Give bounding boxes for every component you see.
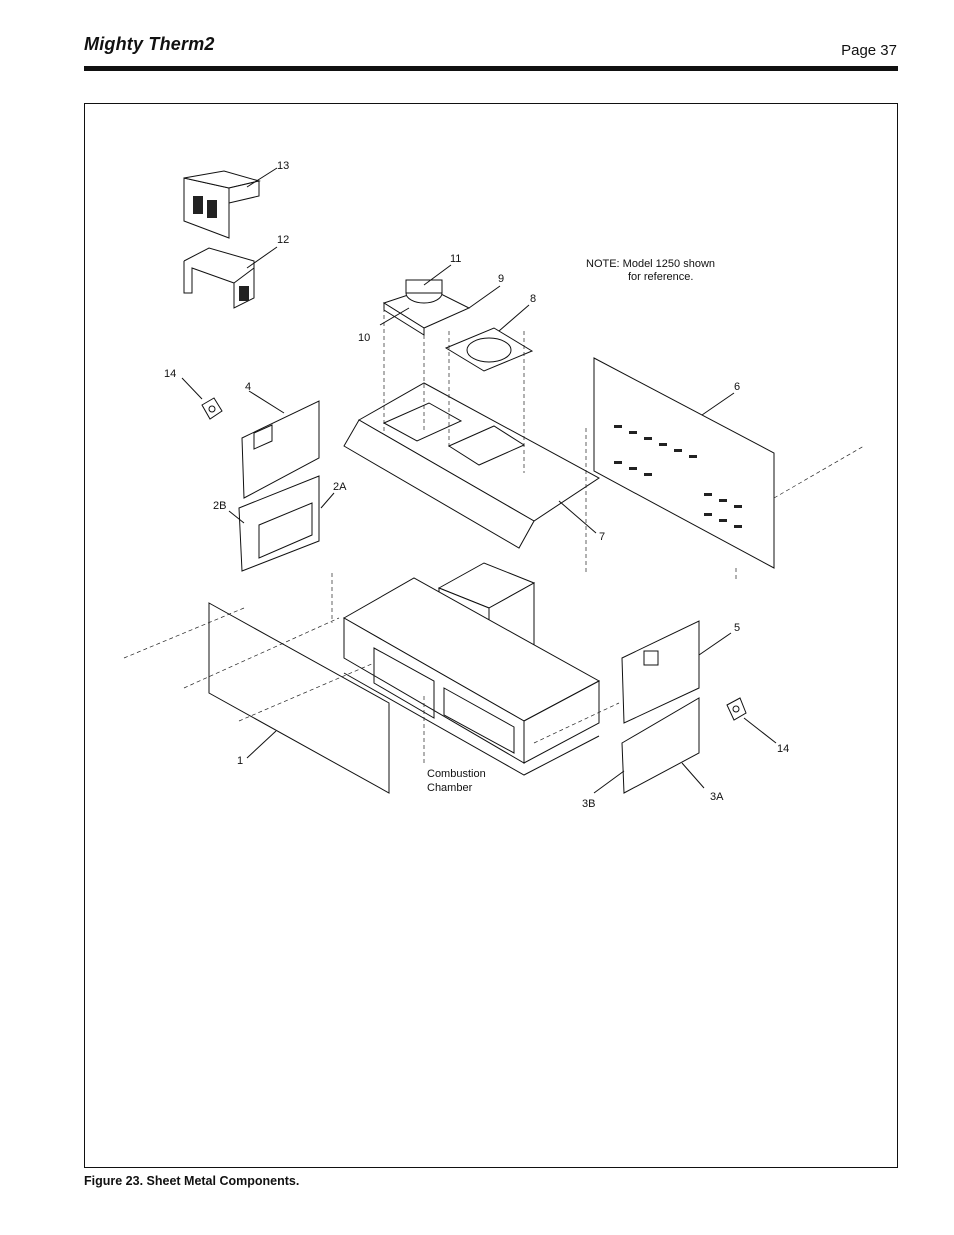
assembly-dash-lines — [123, 308, 865, 763]
callout-3a: 3A — [710, 791, 724, 803]
figure-caption: Figure 23. Sheet Metal Components. — [84, 1174, 300, 1188]
brand-title: Mighty Therm2 — [84, 34, 215, 54]
note-line-1: NOTE: Model 1250 shown — [586, 258, 715, 270]
part-14-right-plate — [726, 697, 747, 721]
part-12-bracket — [183, 247, 255, 309]
part-8-collar-plate — [444, 327, 534, 372]
part-4-panel — [241, 400, 320, 499]
callout-11: 11 — [450, 253, 461, 265]
callout-9: 9 — [498, 273, 504, 285]
part-3-panels — [621, 697, 700, 794]
exploded-view-drawing: 13 12 14 4 2A 2B 11 9 8 10 6 7 5 1 14 3B… — [123, 160, 865, 810]
part-7-top-hood — [343, 382, 600, 549]
combustion-chamber-label-2: Chamber — [427, 782, 473, 794]
part-6-rear-panel — [593, 357, 775, 569]
part-5-panel — [621, 620, 700, 724]
callout-2a: 2A — [333, 481, 347, 493]
callout-4: 4 — [245, 381, 251, 393]
leader-lines — [181, 167, 777, 794]
callout-8: 8 — [530, 293, 536, 305]
combustion-chamber-base — [342, 577, 601, 776]
callout-12: 12 — [277, 234, 289, 246]
callout-5: 5 — [734, 622, 740, 634]
callout-14-left: 14 — [164, 368, 176, 380]
part-2-panels — [238, 475, 320, 572]
note-line-2: for reference. — [628, 271, 693, 283]
part-1-side-panel — [208, 602, 390, 794]
part-9-10-11-flue-adapter — [382, 279, 471, 336]
part-14-left-plate — [201, 397, 223, 420]
figure-frame — [84, 103, 898, 1168]
header-rule — [84, 66, 898, 71]
callout-10: 10 — [358, 332, 370, 344]
page-number: Page 37 — [841, 42, 897, 59]
callout-2b: 2B — [213, 500, 226, 512]
callout-6: 6 — [734, 381, 740, 393]
part-13-top-cover — [183, 170, 261, 239]
callout-13: 13 — [277, 160, 289, 172]
combustion-chamber-label-1: Combustion — [427, 768, 486, 780]
callout-7: 7 — [599, 531, 605, 543]
callout-14-right: 14 — [777, 743, 789, 755]
callout-1: 1 — [237, 755, 243, 767]
callout-3b: 3B — [582, 798, 595, 810]
